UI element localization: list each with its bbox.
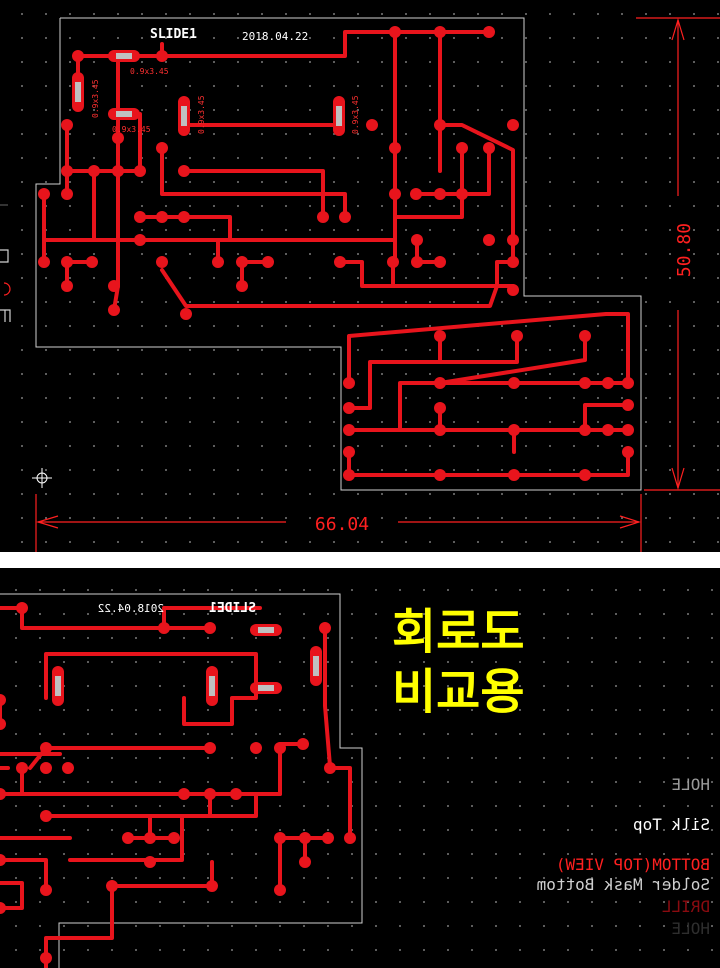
layer-hole-2: HOLE bbox=[671, 919, 710, 938]
board-outline bbox=[35, 17, 642, 491]
layer-bottom-top-view: BOTTOM(TOP VIEW) bbox=[556, 855, 710, 874]
part-label-5: 0.9x3.45 bbox=[351, 95, 360, 134]
board-label-mirrored: SLIDE1 bbox=[209, 601, 256, 616]
layer-hole: HOLE bbox=[671, 775, 710, 794]
pcb-top-view: 0.9x3.45 0.9x3.45 0.9x3.45 0.9x3.45 0.9x… bbox=[0, 17, 720, 552]
part-label-3: 0.9x3.45 bbox=[91, 79, 100, 118]
resistor-footprints bbox=[52, 624, 322, 706]
title-line-2: 비교용 bbox=[392, 664, 524, 720]
board-date: 2018.04.22 bbox=[242, 30, 308, 43]
pads bbox=[0, 602, 356, 964]
resistor-footprints bbox=[72, 50, 345, 136]
pcb-bottom-view: SLIDE1 2018.04.22 회로도 비교용 HOLE Silk Top … bbox=[0, 593, 710, 968]
board-date-mirrored: 2018.04.22 bbox=[98, 602, 164, 615]
traces bbox=[0, 606, 352, 968]
clipped-left-text bbox=[0, 204, 11, 322]
board-label: SLIDE1 bbox=[150, 27, 197, 42]
crosshair-origin-icon bbox=[32, 468, 52, 488]
part-label-2: 0.9x3.45 bbox=[112, 125, 151, 134]
layer-solder-mask-bottom: Solder Mask Bottom bbox=[537, 875, 710, 894]
grid-dots bbox=[0, 568, 720, 968]
part-label-1: 0.9x3.45 bbox=[130, 67, 169, 76]
bottom-view-canvas[interactable]: SLIDE1 2018.04.22 회로도 비교용 HOLE Silk Top … bbox=[0, 568, 720, 968]
layer-legend: HOLE Silk Top BOTTOM(TOP VIEW) Solder Ma… bbox=[537, 775, 710, 938]
top-view-canvas[interactable]: 0.9x3.45 0.9x3.45 0.9x3.45 0.9x3.45 0.9x… bbox=[0, 0, 720, 552]
part-label-4: 0.9x3.45 bbox=[197, 95, 206, 134]
part-labels: 0.9x3.45 0.9x3.45 0.9x3.45 0.9x3.45 0.9x… bbox=[91, 67, 360, 134]
mirrored-board-label: SLIDE1 2018.04.22 bbox=[98, 601, 256, 616]
dimension-lines bbox=[35, 17, 720, 552]
layer-silk-top: Silk Top bbox=[633, 815, 710, 834]
pads bbox=[38, 26, 634, 481]
title-line-1: 회로도 bbox=[392, 604, 524, 660]
dimension-width-label: 66.04 bbox=[315, 514, 369, 535]
board-outline bbox=[0, 593, 363, 968]
layer-drill: DRILL bbox=[662, 897, 710, 916]
dimension-height-label: 50.80 bbox=[674, 223, 695, 277]
